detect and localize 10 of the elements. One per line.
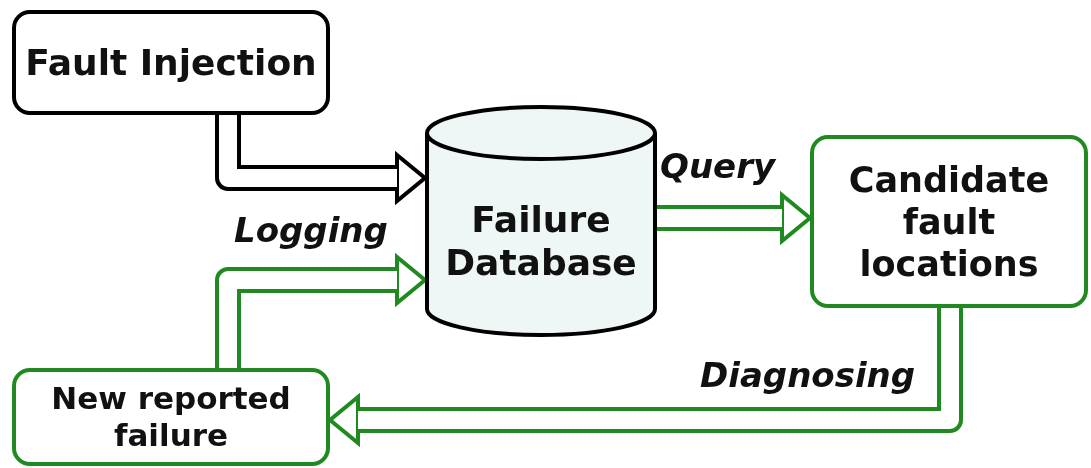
process-box — [12, 10, 330, 115]
edge-label: Logging — [234, 210, 388, 250]
node-label: Fault Injection — [24, 40, 318, 85]
node-label: New reported failure — [50, 379, 292, 455]
edge-label: Diagnosing — [700, 355, 916, 395]
process-box — [12, 368, 330, 466]
edge-label: Query — [660, 146, 776, 186]
node-label: Candidate fault locations — [847, 158, 1051, 285]
process-box — [810, 135, 1088, 308]
node-label: Failure Database — [444, 197, 638, 285]
